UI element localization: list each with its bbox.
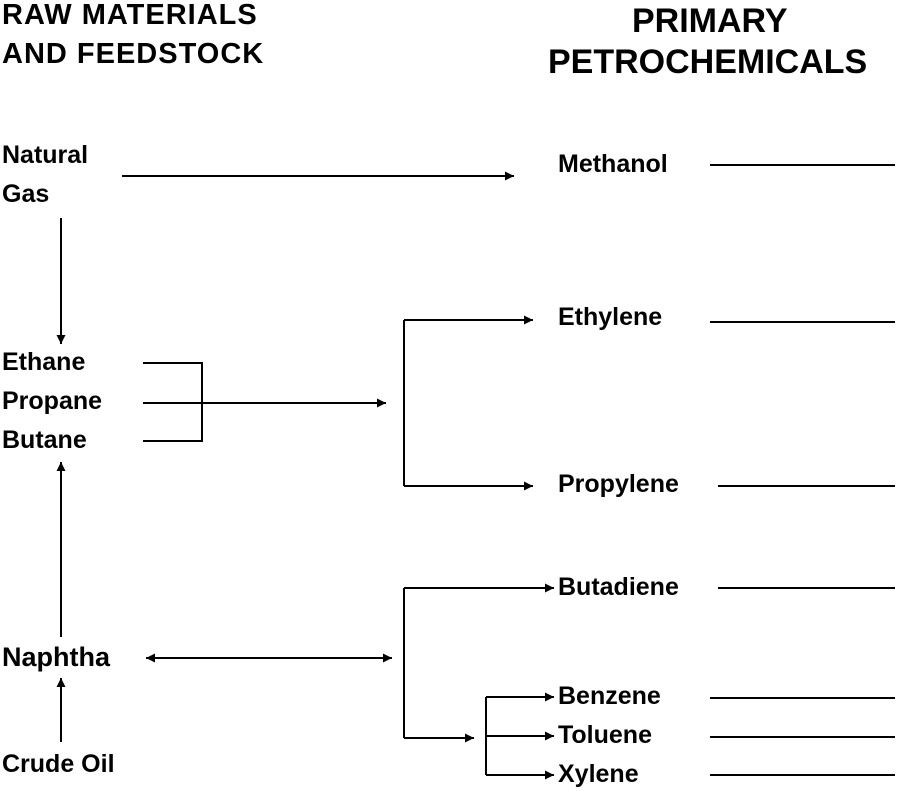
label-toluene: Toluene [558, 721, 652, 749]
label-butadiene: Butadiene [558, 573, 679, 601]
label-ethylene: Ethylene [558, 303, 663, 331]
label-benzene: Benzene [558, 682, 661, 710]
header-raw-materials-line-1: RAW MATERIALS [2, 0, 258, 31]
label-xylene: Xylene [558, 760, 639, 788]
label-butane: Butane [2, 426, 87, 454]
header-raw-materials-line-2: AND FEEDSTOCK [2, 38, 265, 70]
label-naphtha: Naphtha [2, 642, 110, 672]
label-methanol: Methanol [558, 150, 668, 178]
label-natural-gas-line-1: Natural [2, 141, 89, 169]
header-primary-petrochemicals-line-1: PRIMARY [632, 2, 788, 40]
label-propane: Propane [2, 387, 103, 415]
label-ethane: Ethane [2, 348, 86, 376]
label-crude-oil: Crude Oil [2, 750, 115, 778]
header-primary-petrochemicals-line-2: PETROCHEMICALS [548, 43, 868, 81]
label-natural-gas-line-2: Gas [2, 180, 50, 208]
label-propylene: Propylene [558, 470, 679, 498]
